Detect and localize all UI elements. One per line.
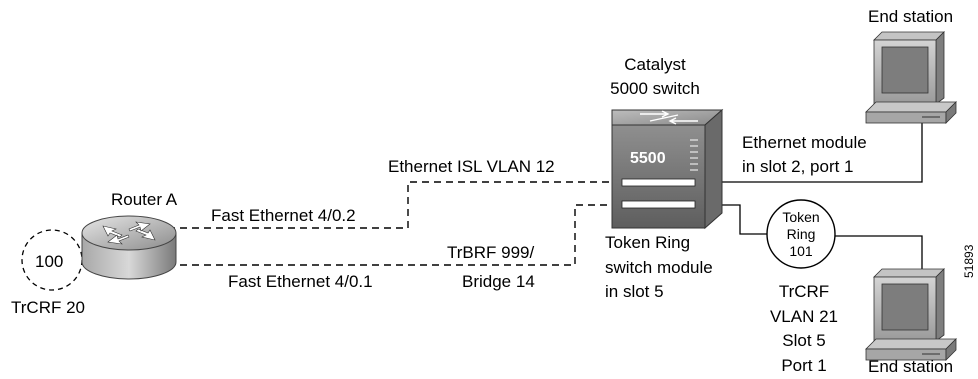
token-ring-label-line2: Ring (787, 226, 816, 242)
link-token-ring-module (712, 204, 768, 235)
router-icon (21, 215, 177, 291)
switch-badge: 5500 (630, 150, 666, 167)
trcrf-vlan-label-line1: TrCRF (779, 282, 829, 301)
trcrf-20-label: TrCRF 20 (11, 298, 85, 317)
end-station-top-label: End station (868, 7, 953, 26)
fast-ethernet-4-0-1-label: Fast Ethernet 4/0.1 (228, 272, 373, 291)
token-ring-module-label-line3: in slot 5 (605, 282, 664, 301)
link-fast-ethernet-4-0-1 (168, 204, 625, 266)
token-ring-module-label-line1: Token Ring (605, 233, 690, 252)
ethernet-isl-label: Ethernet ISL VLAN 12 (388, 157, 555, 176)
router-name-label: Router A (111, 190, 178, 209)
token-ring-101-circle (766, 199, 836, 269)
trcrf-vlan-label-line2: VLAN 21 (770, 307, 838, 326)
ethernet-module-label-line1: Ethernet module (742, 133, 867, 152)
workstation-icon (865, 31, 957, 124)
catalyst-label-line1: Catalyst (624, 55, 686, 74)
ethernet-module-label-line2: in slot 2, port 1 (742, 157, 854, 176)
ring-100-label: 100 (35, 252, 63, 271)
links (168, 123, 923, 272)
labels: End station Catalyst 5000 switch Etherne… (11, 7, 976, 376)
link-token-ring-station (835, 235, 923, 272)
trbrf-label-line1: TrBRF 999/ (447, 243, 535, 262)
trcrf-vlan-label-line3: Slot 5 (782, 331, 825, 350)
trcrf-vlan-label-line4: Port 1 (781, 356, 826, 375)
token-ring-label-line1: Token (782, 209, 819, 225)
ethernet-module-slot (621, 178, 696, 187)
token-ring-label-line3: 101 (789, 243, 813, 259)
link-ethernet-module (712, 123, 923, 183)
link-fast-ethernet-4-0-2 (168, 181, 625, 229)
token-ring-module-slot (621, 200, 696, 209)
end-station-bottom-label: End station (868, 357, 953, 376)
catalyst-switch-icon: 5500 (611, 108, 724, 230)
trbrf-label-line2: Bridge 14 (462, 272, 535, 291)
token-ring-module-label-line2: switch module (605, 258, 713, 277)
fast-ethernet-4-0-2-label: Fast Ethernet 4/0.2 (211, 206, 356, 225)
figure-number: 51893 (962, 244, 976, 278)
workstation-icon (865, 268, 957, 361)
catalyst-label-line2: 5000 switch (610, 79, 700, 98)
